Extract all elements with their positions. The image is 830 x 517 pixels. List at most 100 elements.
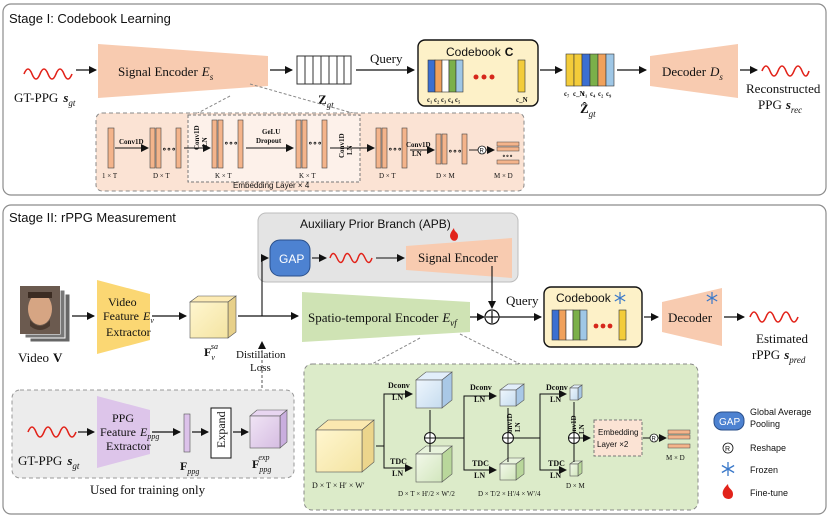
svg-text:∘∘∘: ∘∘∘ [502, 152, 513, 160]
vfe-line3: Extractor [106, 325, 151, 339]
inset-conv1d-4: Conv1D [406, 141, 431, 149]
st-encoder-block [302, 292, 470, 342]
zhat-tokens [565, 53, 615, 87]
dim-kt-2: K × T [299, 172, 316, 180]
vfe-line1: Video [108, 295, 137, 309]
ppg-feature-extractor [97, 396, 150, 468]
st-tdc-cube-3 [569, 463, 579, 477]
decoder-snowflake-icon [706, 292, 718, 304]
legend-gap-key-label: GAP [719, 417, 740, 428]
st-conv1d-1: Conv1D [506, 413, 514, 438]
svg-text:∘∘∘: ∘∘∘ [388, 144, 402, 154]
dim-dm-1: D × M [436, 172, 456, 180]
embedding-layer-label: Embedding Layer × 4 [233, 181, 310, 190]
fppg-label: Fppg [180, 459, 199, 476]
legend-gap-line1: Global Average [750, 407, 811, 417]
st-embedding-line2: Layer ×2 [597, 440, 629, 449]
inset-ln-4: LN [412, 150, 422, 158]
dim-dt-1: D × T [153, 172, 170, 180]
stage1-query-label: Query [370, 51, 403, 66]
st-dconv-2: Dconv [470, 383, 492, 392]
expand-label: Expand [214, 411, 228, 448]
distillation-line1: Distillation [236, 349, 286, 361]
stage1-title: Stage I: Codebook Learning [9, 11, 171, 26]
st-dconv-cube-2 [499, 389, 517, 407]
legend-reshape-label: Reshape [750, 443, 786, 453]
zhat-label-5: c₂ [598, 90, 603, 98]
face-icon [28, 293, 52, 325]
z-gt-tokens [296, 55, 352, 85]
zhat-label-2: c_N [573, 90, 585, 98]
inset-conv1d-2: Conv1D [193, 125, 201, 150]
inset-projection-right [249, 83, 357, 115]
st-ln-1: LN [392, 393, 403, 402]
cb-label-1: c₁ [427, 96, 432, 104]
st-tdc-2: TDC [472, 459, 489, 468]
st-tdc-1: TDC [390, 457, 407, 466]
training-only-label: Used for training only [90, 482, 206, 497]
st-tdc-cube-2 [499, 463, 517, 481]
stage2-query-label: Query [506, 293, 539, 308]
cb-label-4: c₄ [448, 96, 454, 104]
fexp-label: Fppgexp [252, 453, 271, 474]
signal-encoder-block [98, 44, 268, 98]
svg-text:∘∘∘: ∘∘∘ [448, 146, 462, 156]
st-tdc-cube-1 [415, 453, 443, 483]
stage2-decoder-block [662, 288, 722, 346]
reshape-symbol-1: R [480, 149, 485, 155]
gt-ppg-wave [23, 68, 73, 80]
st-ln-2: LN [474, 395, 485, 404]
distillation-line2: Loss [250, 362, 271, 374]
reconstructed-wave [761, 65, 810, 77]
reconstructed-label: Reconstructed [746, 81, 821, 96]
zhat-label-1: c₇ [564, 90, 569, 98]
legend: GAP Global Average Pooling R Reshape Fro… [713, 407, 811, 499]
st-ln-4: LN [550, 395, 561, 404]
stage2-codebook-title: Codebook [556, 291, 612, 305]
st-tdc-3: TDC [548, 459, 565, 468]
st-dconv-cube-1 [415, 379, 443, 409]
fexp-cube [249, 409, 288, 449]
fppg-bar [183, 413, 191, 453]
st-encoder-inset: D × T × H′ × W′ Dconv LN TDC LN D × T × … [303, 363, 699, 511]
inset-conv1d-1: Conv1D [119, 138, 144, 146]
pfe-line1: PPG [112, 411, 134, 425]
stage2-gt-wave [27, 426, 77, 438]
st-reshape-symbol: R [652, 437, 657, 443]
st-ln-4b: LN [550, 471, 561, 480]
apb-signal-encoder [406, 238, 512, 278]
z-gt-label: Zgt [318, 92, 334, 110]
dim-1t: 1 × T [102, 172, 118, 180]
apb-signal-encoder-label: Signal Encoder [418, 250, 498, 265]
svg-text:∘∘∘: ∘∘∘ [224, 138, 238, 148]
st-ln-1b: LN [392, 469, 403, 478]
cb-label-n: c_N [516, 96, 528, 104]
fv-sa-label: Fvsa [204, 342, 218, 362]
estimated-line1: Estimated [756, 331, 808, 346]
svg-text:∘∘∘: ∘∘∘ [162, 144, 176, 154]
apb-title: Auxiliary Prior Branch (APB) [300, 217, 451, 231]
zhat-label-4: c₄ [590, 90, 596, 98]
apb-gap-label: GAP [279, 252, 304, 266]
zhat-gt-label: Ẑgt [580, 101, 596, 119]
signal-encoder-inset: Embedding Layer × 4 1 × T Conv1D ∘∘∘ D ×… [95, 112, 525, 192]
st-dim-half: D × T × H′/2 × W′/2 [398, 490, 455, 498]
cb-label-2: c₂ [434, 96, 439, 104]
dim-kt-1: K × T [215, 172, 232, 180]
dim-dt-2: D × T [379, 172, 396, 180]
st-ln-5: LN [578, 424, 586, 434]
pfe-line3: Extractor [106, 439, 151, 453]
dim-md-1: M × D [494, 172, 513, 180]
zhat-label-6: c₉ [606, 90, 611, 98]
inset-gelu: GeLU [262, 128, 280, 136]
legend-reshape-key: R [725, 446, 730, 453]
